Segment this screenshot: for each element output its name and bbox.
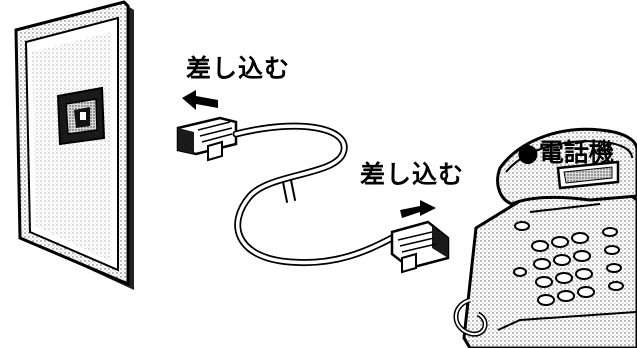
modular-plug-icon <box>390 220 450 274</box>
telephone-icon <box>453 127 637 348</box>
modular-plug-icon <box>176 116 238 162</box>
keypad <box>513 221 624 306</box>
arrow-right-icon <box>400 200 436 218</box>
modular-jack <box>56 86 106 146</box>
insert-label-phone: 差し込む <box>360 160 465 189</box>
arrow-left-icon <box>182 90 218 110</box>
wall-outlet-icon <box>14 0 134 290</box>
insert-label-wall: 差し込む <box>186 54 291 83</box>
telephone-cable <box>232 122 396 267</box>
telephone-label: ●電話機 <box>517 138 614 167</box>
